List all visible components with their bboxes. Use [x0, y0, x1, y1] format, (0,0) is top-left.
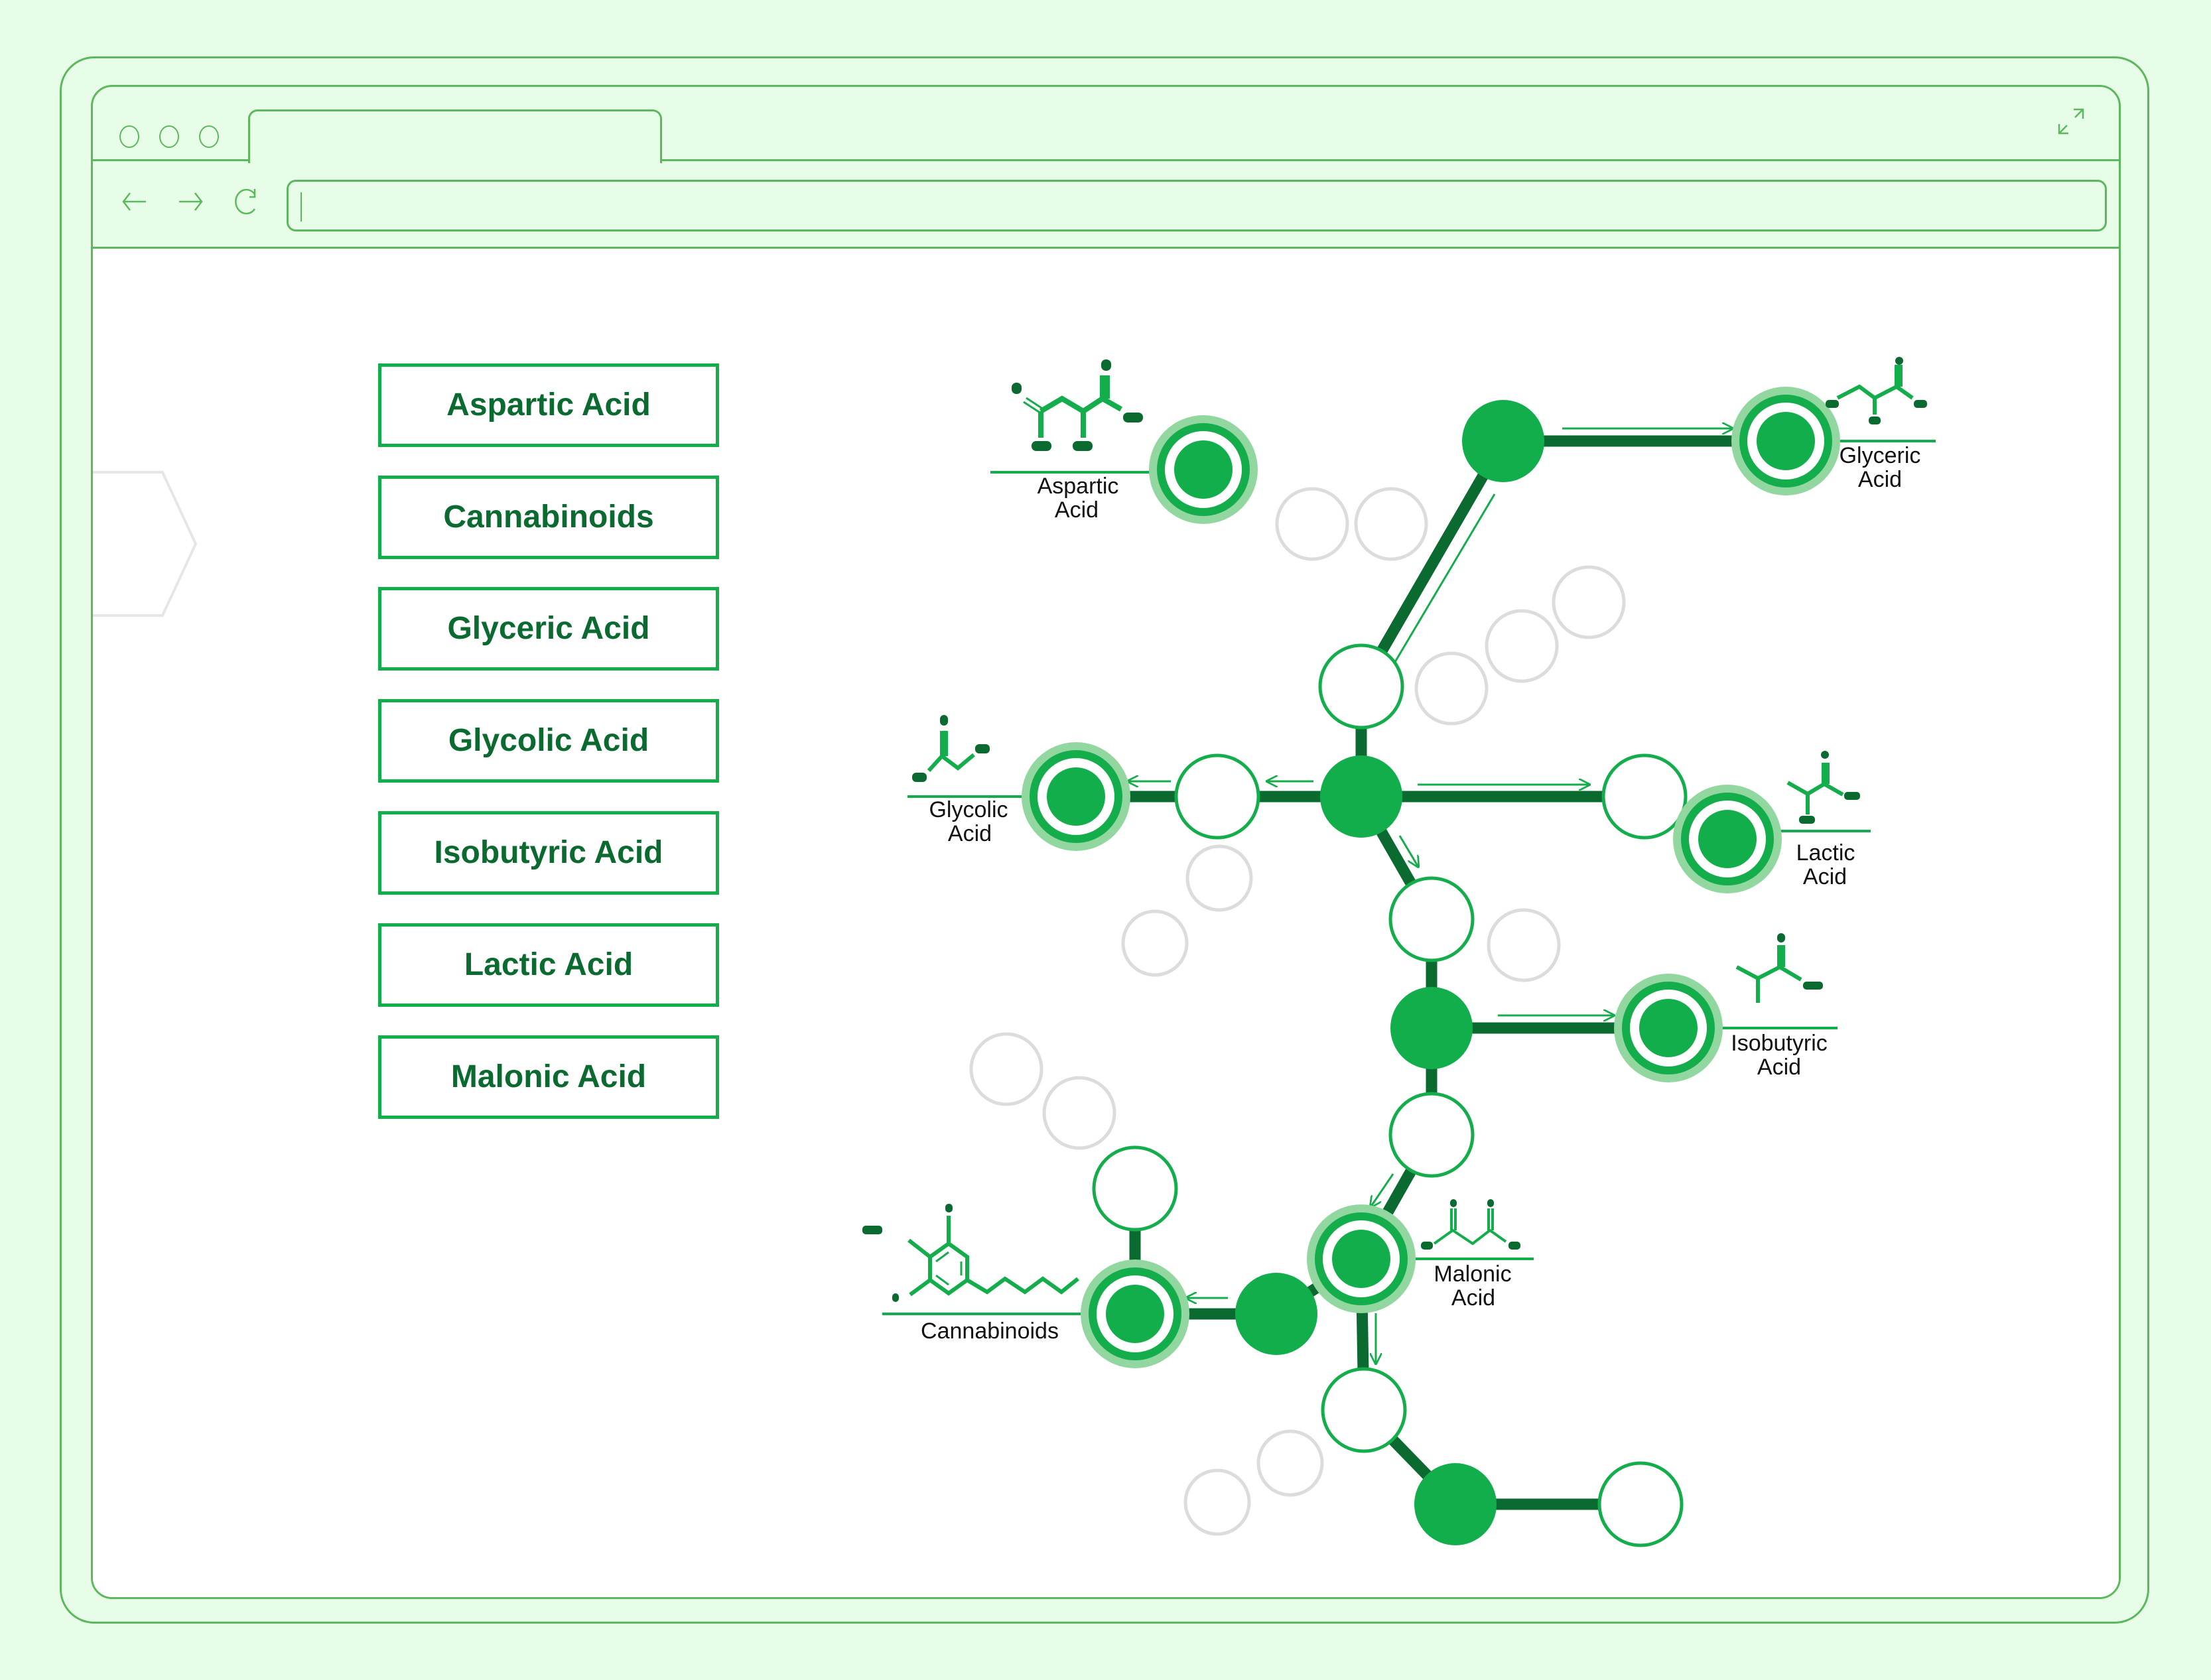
aspartic-molecule-icon	[1012, 359, 1143, 451]
text-caret	[301, 192, 302, 222]
product-malonic[interactable]: Malonic Acid	[1307, 1199, 1534, 1313]
button-isobutyric-acid[interactable]: Isobutyric Acid	[378, 811, 719, 895]
product-core	[1106, 1285, 1164, 1343]
flow-arrows	[1128, 428, 1733, 1364]
hexagon-decoration	[93, 471, 198, 617]
button-malonic-acid[interactable]: Malonic Acid	[378, 1035, 719, 1119]
window-minimize-button[interactable]	[159, 125, 179, 148]
lactic-molecule-icon	[1786, 751, 1860, 824]
product-label-line2: Acid	[1803, 864, 1847, 889]
junction-nodes	[1235, 400, 1544, 1545]
ghost-circle	[1185, 844, 1253, 912]
ghost-circle	[1354, 487, 1428, 561]
arrow	[1384, 493, 1496, 680]
ghost-circles	[969, 487, 1626, 1536]
button-glycolic-acid[interactable]: Glycolic Acid	[378, 699, 719, 783]
cannabinoid-molecule-icon	[862, 1204, 1079, 1302]
product-aspartic[interactable]: Aspartic Acid	[990, 359, 1258, 524]
window-close-button[interactable]	[119, 125, 139, 148]
arrow-left-icon[interactable]	[119, 186, 150, 217]
ghost-circle	[1414, 651, 1489, 726]
product-label-line1: Glycolic	[929, 797, 1008, 822]
glyceric-molecule-icon	[1826, 357, 1927, 424]
product-core	[1639, 999, 1698, 1057]
browser-tab[interactable]	[248, 109, 662, 163]
product-label-line1: Lactic	[1796, 840, 1855, 866]
open-node	[1174, 753, 1260, 840]
product-label-line2: Acid	[1858, 467, 1902, 492]
expand-icon[interactable]	[2056, 107, 2086, 136]
open-node	[1388, 1092, 1475, 1178]
product-glycolic[interactable]: Glycolic Acid	[907, 715, 1130, 851]
product-label-line2: Acid	[1451, 1285, 1495, 1311]
product-core	[1698, 810, 1757, 868]
open-node	[1597, 1461, 1684, 1547]
junction-node	[1390, 987, 1473, 1069]
junction-node	[1462, 400, 1544, 482]
product-cannabinoids[interactable]: Cannabinoids	[862, 1204, 1189, 1368]
button-glyceric-acid[interactable]: Glyceric Acid	[378, 587, 719, 671]
ghost-circle	[1487, 908, 1561, 982]
product-isobutyric[interactable]: Isobutyric Acid	[1614, 933, 1838, 1082]
junction-node	[1320, 755, 1402, 838]
ghost-circle	[1121, 909, 1189, 977]
product-label-line2: Acid	[948, 821, 992, 846]
arrow	[1398, 835, 1418, 867]
open-node	[1601, 753, 1688, 840]
product-glyceric[interactable]: Glyceric Acid	[1731, 357, 1936, 495]
tab-bar	[93, 87, 2119, 163]
product-core	[1332, 1230, 1390, 1288]
ghost-circle	[1183, 1468, 1251, 1536]
navigation-bar	[93, 161, 2119, 249]
isobutyric-molecule-icon	[1735, 933, 1823, 1003]
product-label-line2: Acid	[1055, 497, 1099, 523]
malonic-molecule-icon	[1421, 1199, 1520, 1250]
button-lactic-acid[interactable]: Lactic Acid	[378, 923, 719, 1007]
product-label-line2: Acid	[1757, 1055, 1801, 1080]
open-node	[1318, 643, 1404, 730]
product-label-line1: Cannabinoids	[921, 1319, 1059, 1344]
product-core	[1174, 440, 1233, 499]
product-lactic[interactable]: Lactic Acid	[1673, 751, 1871, 893]
ghost-circle	[969, 1032, 1043, 1106]
ghost-circle	[1256, 1429, 1324, 1497]
button-aspartic-acid[interactable]: Aspartic Acid	[378, 363, 719, 447]
glycolic-molecule-icon	[912, 715, 990, 782]
button-cannabinoids[interactable]: Cannabinoids	[378, 476, 719, 559]
address-bar[interactable]	[287, 180, 2107, 231]
open-node	[1321, 1367, 1407, 1453]
product-core	[1757, 412, 1815, 470]
product-label-line1: Isobutyric	[1731, 1031, 1828, 1056]
reload-icon[interactable]	[231, 186, 261, 217]
open-node	[1092, 1145, 1178, 1232]
bond	[1356, 438, 1508, 690]
product-core	[1047, 767, 1105, 826]
window-maximize-button[interactable]	[199, 125, 219, 148]
ghost-circle	[1042, 1076, 1116, 1150]
junction-node	[1414, 1463, 1497, 1545]
product-label-line1: Aspartic	[1038, 474, 1119, 499]
open-nodes	[1092, 643, 1688, 1547]
product-label-line1: Glyceric	[1840, 443, 1921, 468]
open-node	[1388, 876, 1475, 962]
ghost-circle	[1552, 565, 1626, 639]
arrow-right-icon[interactable]	[175, 186, 206, 217]
ghost-circle	[1275, 487, 1349, 561]
product-label-line1: Malonic	[1434, 1261, 1511, 1287]
junction-node	[1235, 1273, 1317, 1355]
ghost-circle	[1485, 609, 1559, 683]
arrow	[1371, 1173, 1394, 1207]
